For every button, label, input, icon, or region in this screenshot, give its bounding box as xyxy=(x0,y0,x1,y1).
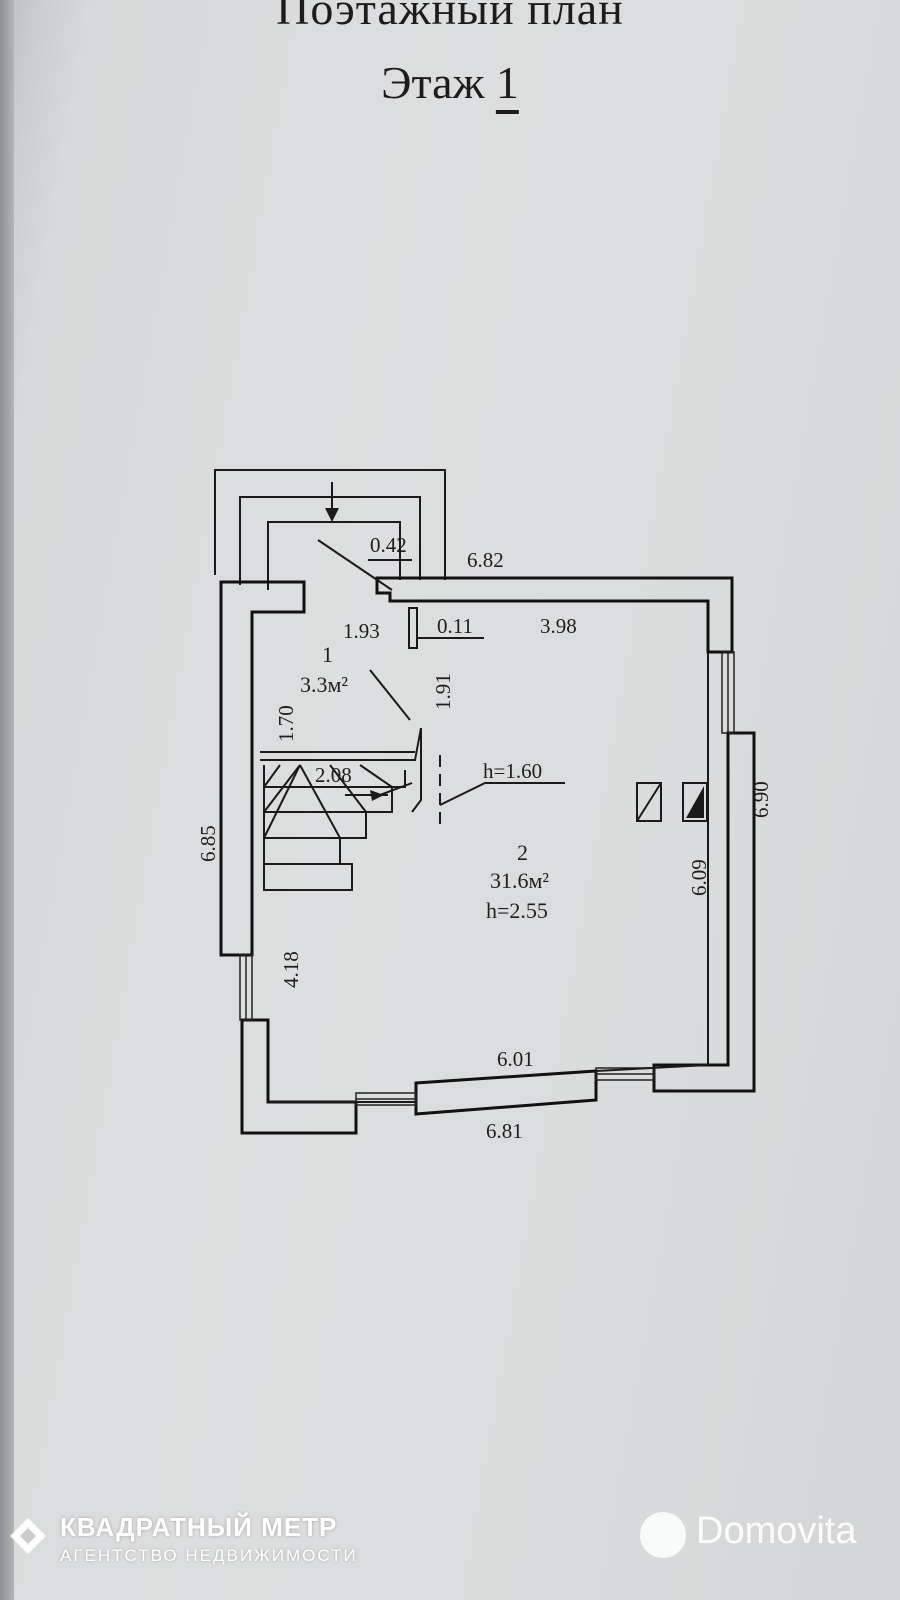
vent-duct-2 xyxy=(682,782,708,822)
portal-name: Domovita xyxy=(696,1510,857,1552)
wall-bottom-middle xyxy=(414,1069,598,1116)
floor-number: 1 xyxy=(495,57,519,108)
porch-step xyxy=(267,521,401,590)
room2-height: h=2.55 xyxy=(486,898,548,923)
dim-left-lower: 4.18 xyxy=(279,951,303,988)
dim-room1-height: 1.70 xyxy=(274,705,298,742)
dim-room1-right: 1.91 xyxy=(431,673,455,710)
portal-logo-icon xyxy=(640,1512,686,1558)
agency-watermark: КВАДРАТНЫЙ МЕТР АГЕНТСТВО НЕДВИЖИМОСТИ xyxy=(8,1510,408,1590)
porch-inner xyxy=(239,496,421,585)
dim-inner-right: 6.09 xyxy=(687,859,711,896)
vent-duct-1 xyxy=(636,782,662,822)
floor-label: Этаж xyxy=(381,57,485,108)
partition xyxy=(408,607,418,649)
agency-subtitle: АГЕНТСТВО НЕДВИЖИМОСТИ xyxy=(60,1546,358,1565)
stair-height: h=1.60 xyxy=(483,759,542,783)
dim-inner-bottom: 6.01 xyxy=(497,1047,534,1071)
room1-number: 1 xyxy=(322,642,333,667)
wall-right xyxy=(652,731,756,1093)
leader-h160 xyxy=(439,782,565,806)
floor-title: Этаж 1 xyxy=(0,56,900,109)
room2-area: 31.6м² xyxy=(490,868,549,893)
dim-partition-width: 0.11 xyxy=(437,614,473,638)
staircase xyxy=(263,765,406,891)
dim-overall-top: 6.82 xyxy=(467,548,504,572)
document-title: Поэтажный план xyxy=(276,0,624,34)
dim-wall-step: 0.42 xyxy=(370,533,407,557)
wall-top-left xyxy=(219,580,306,957)
dim-overall-bottom: 6.81 xyxy=(486,1119,523,1143)
agency-logo-icon xyxy=(10,1518,46,1554)
wall-top xyxy=(375,576,734,654)
entrance-arrowhead xyxy=(325,508,339,522)
dim-inner-top: 3.98 xyxy=(540,614,577,638)
room2-number: 2 xyxy=(517,840,528,865)
room1-boundary xyxy=(260,727,422,813)
room1-area: 3.3м² xyxy=(300,672,348,697)
dim-stair-width: 2.08 xyxy=(315,763,352,787)
dim-room1-width: 1.93 xyxy=(343,619,380,643)
portal-watermark: Domovita xyxy=(640,1508,900,1568)
page-edge xyxy=(0,0,14,1600)
dim-overall-right: 6.90 xyxy=(749,781,773,818)
agency-name: КВАДРАТНЫЙ МЕТР xyxy=(60,1512,338,1542)
porch-outer xyxy=(214,469,446,580)
wall-bottom-left xyxy=(240,1018,358,1135)
dim-overall-left: 6.85 xyxy=(196,825,220,862)
